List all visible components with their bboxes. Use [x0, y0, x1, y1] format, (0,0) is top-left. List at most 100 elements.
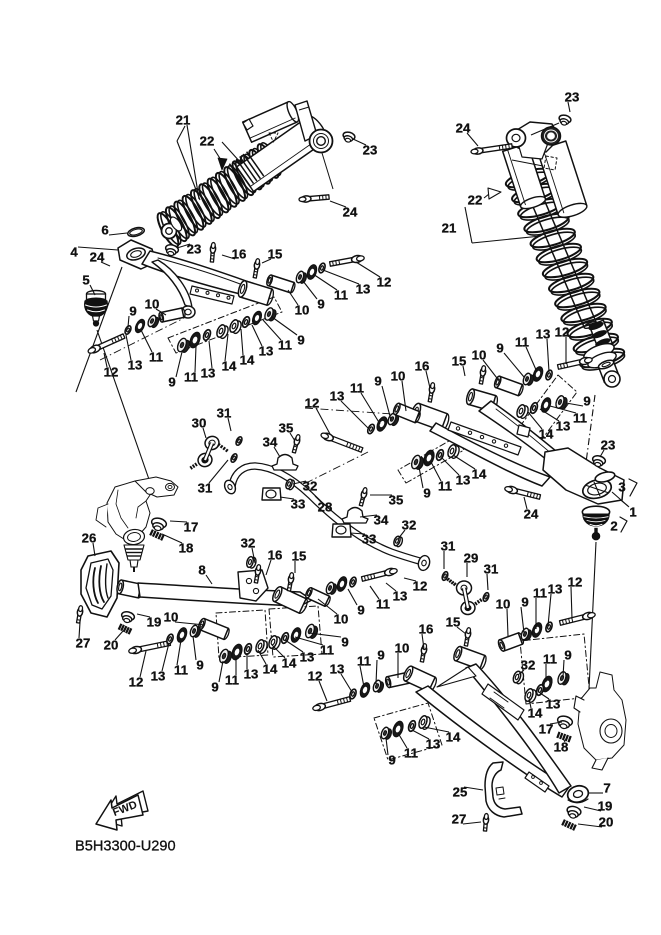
svg-text:13: 13: [548, 582, 563, 597]
svg-text:29: 29: [464, 551, 479, 566]
svg-text:6: 6: [101, 223, 108, 238]
svg-text:22: 22: [468, 193, 483, 208]
svg-text:34: 34: [263, 435, 278, 450]
svg-text:9: 9: [357, 603, 364, 618]
svg-text:11: 11: [174, 663, 188, 678]
svg-text:14: 14: [240, 353, 255, 368]
svg-text:20: 20: [104, 638, 119, 653]
svg-text:27: 27: [452, 812, 467, 827]
svg-text:14: 14: [446, 730, 461, 745]
svg-text:2: 2: [610, 519, 617, 534]
svg-text:17: 17: [539, 722, 554, 737]
svg-text:5: 5: [82, 273, 89, 288]
svg-text:15: 15: [446, 615, 461, 630]
svg-text:18: 18: [179, 541, 194, 556]
svg-text:11: 11: [320, 643, 334, 658]
svg-text:18: 18: [554, 740, 569, 755]
svg-text:15: 15: [268, 247, 283, 262]
svg-text:13: 13: [300, 650, 315, 665]
svg-text:33: 33: [291, 497, 306, 512]
svg-text:22: 22: [200, 134, 215, 149]
svg-text:24: 24: [343, 205, 358, 220]
svg-text:11: 11: [350, 381, 364, 396]
svg-text:19: 19: [598, 799, 613, 814]
svg-text:35: 35: [279, 421, 294, 436]
svg-text:11: 11: [225, 673, 239, 688]
svg-text:13: 13: [201, 366, 216, 381]
svg-text:12: 12: [104, 365, 119, 380]
svg-text:16: 16: [419, 622, 434, 637]
svg-text:13: 13: [151, 669, 166, 684]
svg-text:10: 10: [472, 348, 487, 363]
svg-text:13: 13: [546, 697, 561, 712]
svg-text:23: 23: [601, 438, 616, 453]
svg-text:27: 27: [76, 636, 91, 651]
svg-text:17: 17: [184, 520, 199, 535]
svg-text:9: 9: [564, 648, 571, 663]
svg-text:23: 23: [363, 143, 378, 158]
svg-text:13: 13: [393, 589, 408, 604]
svg-text:9: 9: [583, 394, 590, 409]
svg-text:10: 10: [145, 297, 160, 312]
svg-text:10: 10: [164, 610, 179, 625]
svg-text:13: 13: [330, 662, 345, 677]
svg-text:14: 14: [263, 662, 278, 677]
svg-text:8: 8: [198, 563, 205, 578]
svg-text:11: 11: [376, 597, 390, 612]
svg-text:24: 24: [90, 250, 105, 265]
svg-text:10: 10: [496, 597, 511, 612]
svg-text:12: 12: [305, 396, 320, 411]
svg-text:32: 32: [241, 536, 256, 551]
svg-text:13: 13: [536, 327, 551, 342]
svg-text:31: 31: [217, 406, 232, 421]
svg-text:16: 16: [232, 247, 247, 262]
svg-text:23: 23: [187, 242, 202, 257]
svg-text:28: 28: [318, 500, 333, 515]
svg-text:4: 4: [70, 245, 78, 260]
svg-text:13: 13: [128, 358, 143, 373]
svg-text:32: 32: [521, 658, 536, 673]
svg-text:21: 21: [442, 221, 457, 236]
svg-text:32: 32: [303, 479, 318, 494]
svg-text:14: 14: [528, 706, 543, 721]
svg-text:16: 16: [415, 359, 430, 374]
svg-text:11: 11: [533, 586, 547, 601]
svg-text:19: 19: [147, 615, 162, 630]
svg-text:30: 30: [192, 416, 207, 431]
svg-text:9: 9: [388, 753, 395, 768]
svg-text:10: 10: [295, 303, 310, 318]
svg-text:14: 14: [222, 359, 237, 374]
svg-text:9: 9: [496, 341, 503, 356]
svg-text:16: 16: [268, 548, 283, 563]
svg-text:11: 11: [184, 370, 198, 385]
svg-text:9: 9: [317, 297, 324, 312]
svg-text:24: 24: [456, 121, 471, 136]
svg-text:12: 12: [413, 579, 428, 594]
svg-text:12: 12: [555, 325, 570, 340]
svg-text:13: 13: [244, 667, 259, 682]
svg-text:11: 11: [334, 288, 348, 303]
svg-text:13: 13: [456, 473, 471, 488]
svg-text:9: 9: [297, 333, 304, 348]
svg-text:9: 9: [211, 680, 218, 695]
svg-text:7: 7: [603, 781, 610, 796]
svg-text:12: 12: [377, 275, 392, 290]
svg-text:13: 13: [426, 737, 441, 752]
svg-text:1: 1: [629, 505, 636, 520]
svg-text:15: 15: [452, 354, 467, 369]
svg-text:32: 32: [402, 518, 417, 533]
svg-text:9: 9: [129, 304, 136, 319]
svg-text:31: 31: [441, 539, 456, 554]
svg-text:11: 11: [278, 338, 292, 353]
svg-text:11: 11: [543, 652, 557, 667]
svg-text:12: 12: [308, 669, 323, 684]
svg-text:15: 15: [292, 549, 307, 564]
svg-text:24: 24: [524, 507, 539, 522]
svg-text:11: 11: [357, 654, 371, 669]
svg-text:14: 14: [282, 656, 297, 671]
svg-text:12: 12: [129, 675, 144, 690]
svg-text:13: 13: [259, 344, 274, 359]
svg-text:11: 11: [515, 335, 529, 350]
svg-text:14: 14: [472, 467, 487, 482]
svg-text:9: 9: [341, 635, 348, 650]
